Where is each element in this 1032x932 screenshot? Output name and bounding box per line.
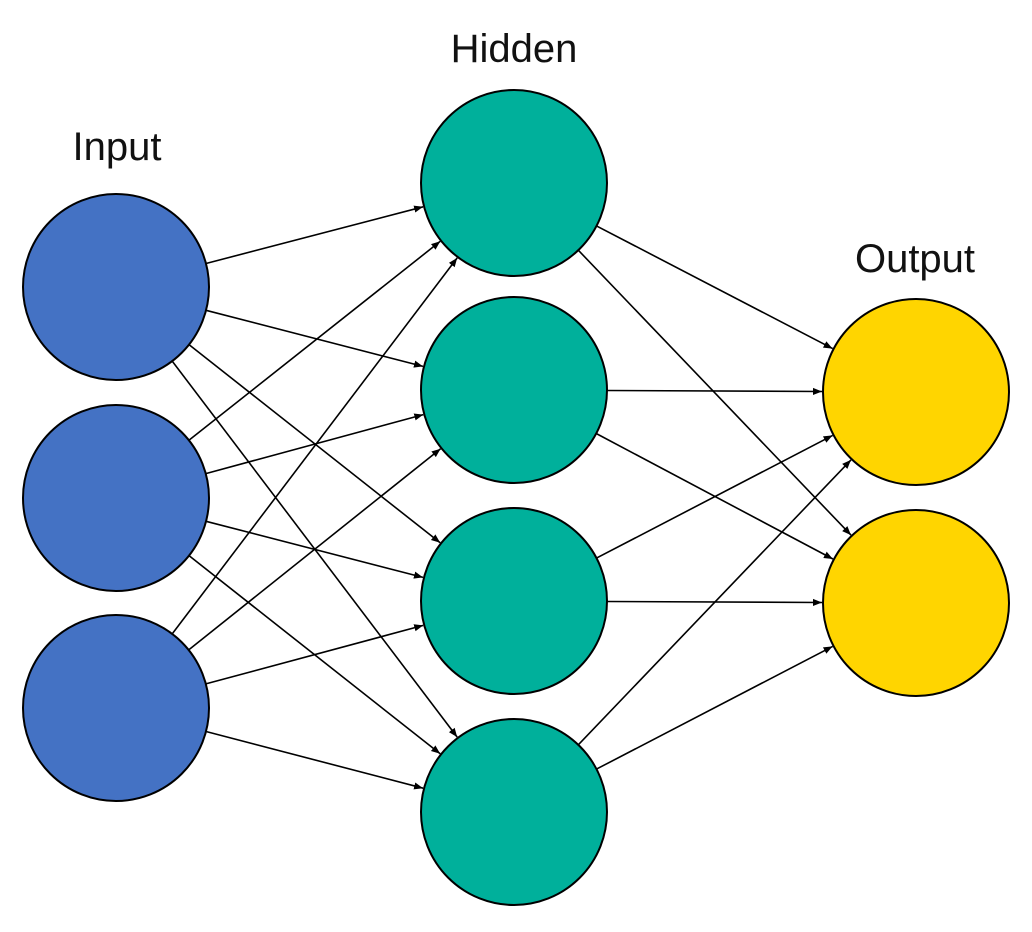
input-node-1 — [22, 193, 210, 381]
edge-hidden-3-to-output-1 — [596, 434, 833, 559]
edge-hidden-1-to-output-1 — [596, 225, 833, 350]
output-node-2 — [822, 509, 1010, 697]
layer-label-hidden: Hidden — [451, 27, 578, 71]
edge-input-3-to-hidden-4 — [205, 730, 424, 790]
edge-input-2-to-hidden-1 — [188, 240, 441, 441]
edge-hidden-1-to-output-2 — [577, 249, 852, 536]
edge-hidden-4-to-output-1 — [577, 459, 852, 746]
edge-hidden-2-to-output-1 — [606, 387, 823, 396]
layer-label-input: Input — [73, 125, 162, 169]
hidden-node-4 — [420, 718, 608, 906]
hidden-node-3 — [420, 507, 608, 695]
connections — [171, 205, 852, 790]
edge-input-3-to-hidden-2 — [188, 448, 442, 651]
edge-input-3-to-hidden-1 — [171, 257, 458, 635]
output-node-1 — [822, 298, 1010, 486]
edge-hidden-4-to-output-2 — [596, 645, 833, 770]
edge-input-3-to-hidden-3 — [205, 624, 424, 685]
edge-input-1-to-hidden-1 — [205, 205, 424, 265]
input-node-3 — [22, 614, 210, 802]
edge-input-1-to-hidden-2 — [205, 309, 424, 368]
hidden-node-1 — [420, 89, 608, 277]
edge-input-2-to-hidden-2 — [205, 413, 424, 475]
input-node-2 — [22, 404, 210, 592]
layer-labels: Input Hidden Output — [73, 27, 976, 281]
hidden-node-2 — [420, 296, 608, 484]
layer-label-output: Output — [855, 237, 975, 281]
nodes — [22, 89, 1010, 906]
